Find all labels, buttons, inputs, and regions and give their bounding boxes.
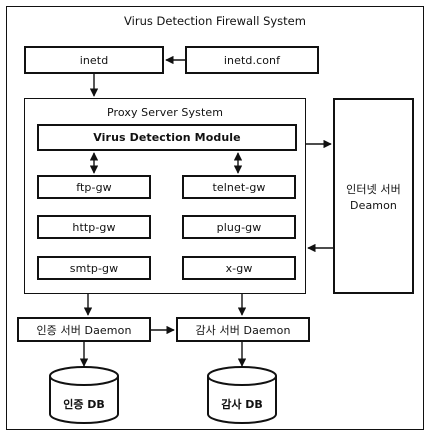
inetd-conf-box: inetd.conf <box>185 46 319 74</box>
x-gw-label: x-gw <box>225 261 253 275</box>
inetd-conf-label: inetd.conf <box>223 53 281 67</box>
proxy-server-system <box>24 98 306 294</box>
audit-server-label: 감사 서버 Daemon <box>195 323 291 337</box>
ftp-gw-label: ftp-gw <box>76 180 112 194</box>
plug-gw-label: plug-gw <box>216 220 262 234</box>
plug-gw-box: plug-gw <box>182 215 296 239</box>
http-gw-box: http-gw <box>37 215 151 239</box>
ftp-gw-box: ftp-gw <box>37 175 151 199</box>
outer-frame <box>6 6 424 430</box>
x-gw-box: x-gw <box>182 256 296 280</box>
telnet-gw-box: telnet-gw <box>182 175 296 199</box>
virus-detection-module-label: Virus Detection Module <box>93 131 241 144</box>
internet-server-label-line1: 인터넷 서버 <box>346 182 401 196</box>
inetd-box: inetd <box>24 46 164 74</box>
inetd-label: inetd <box>79 53 109 67</box>
diagram-title: Virus Detection Firewall System <box>124 14 306 28</box>
auth-db-cylinder <box>49 366 119 424</box>
auth-db-label: 인증 DB <box>63 398 105 411</box>
http-gw-label: http-gw <box>72 220 116 234</box>
audit-db-label: 감사 DB <box>221 398 263 411</box>
smtp-gw-label: smtp-gw <box>69 261 119 275</box>
audit-server-daemon: 감사 서버 Daemon <box>176 317 310 342</box>
internet-server-label-line2: Deamon <box>350 198 397 212</box>
smtp-gw-box: smtp-gw <box>37 256 151 280</box>
proxy-server-system-label: Proxy Server System <box>106 106 224 119</box>
internet-server-daemon: 인터넷 서버 Deamon <box>333 98 414 294</box>
auth-server-label: 인증 서버 Daemon <box>36 323 132 337</box>
auth-server-daemon: 인증 서버 Daemon <box>17 317 151 342</box>
telnet-gw-label: telnet-gw <box>212 180 266 194</box>
audit-db-cylinder <box>207 366 277 424</box>
virus-detection-module: Virus Detection Module <box>37 124 297 151</box>
